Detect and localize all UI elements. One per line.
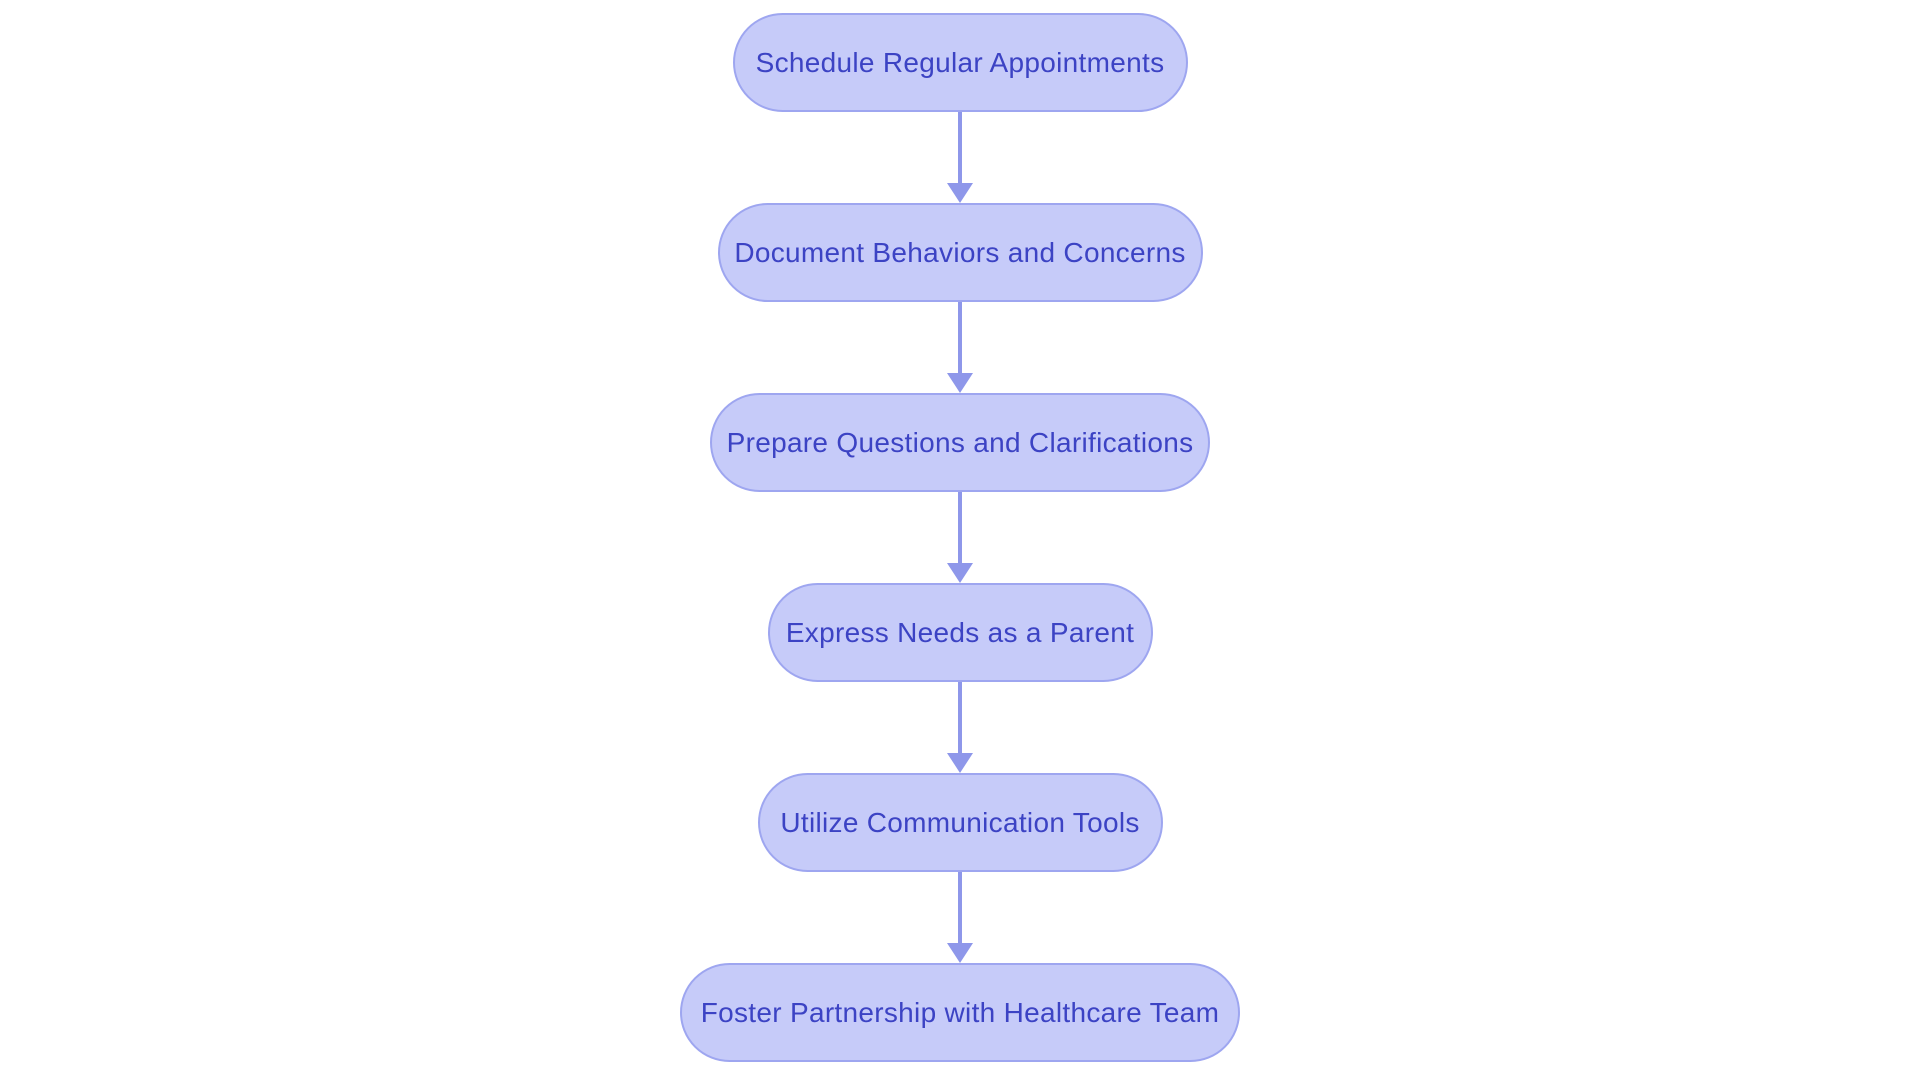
arrow-shaft <box>958 682 962 754</box>
flow-node-schedule-regular-appointments: Schedule Regular Appointments <box>732 13 1188 112</box>
arrow-head-icon <box>947 563 973 583</box>
arrow-shaft <box>958 492 962 564</box>
flow-arrow-1-2 <box>947 112 973 203</box>
flow-node-prepare-questions-and-clarifications: Prepare Questions and Clarifications <box>710 393 1210 492</box>
flow-arrow-3-4 <box>947 492 973 583</box>
arrow-head-icon <box>947 753 973 773</box>
flow-arrow-4-5 <box>947 682 973 773</box>
arrow-head-icon <box>947 373 973 393</box>
arrow-shaft <box>958 112 962 184</box>
flow-node-utilize-communication-tools: Utilize Communication Tools <box>757 773 1163 872</box>
flow-node-foster-partnership-with-healthcare-team: Foster Partnership with Healthcare Team <box>680 963 1240 1062</box>
flowchart-column: Schedule Regular Appointments Document B… <box>680 13 1240 1062</box>
flow-arrow-2-3 <box>947 302 973 393</box>
flow-node-express-needs-as-a-parent: Express Needs as a Parent <box>767 583 1153 682</box>
arrow-head-icon <box>947 943 973 963</box>
flow-node-document-behaviors-and-concerns: Document Behaviors and Concerns <box>717 203 1203 302</box>
flow-arrow-5-6 <box>947 872 973 963</box>
arrow-shaft <box>958 302 962 374</box>
arrow-shaft <box>958 872 962 944</box>
arrow-head-icon <box>947 183 973 203</box>
